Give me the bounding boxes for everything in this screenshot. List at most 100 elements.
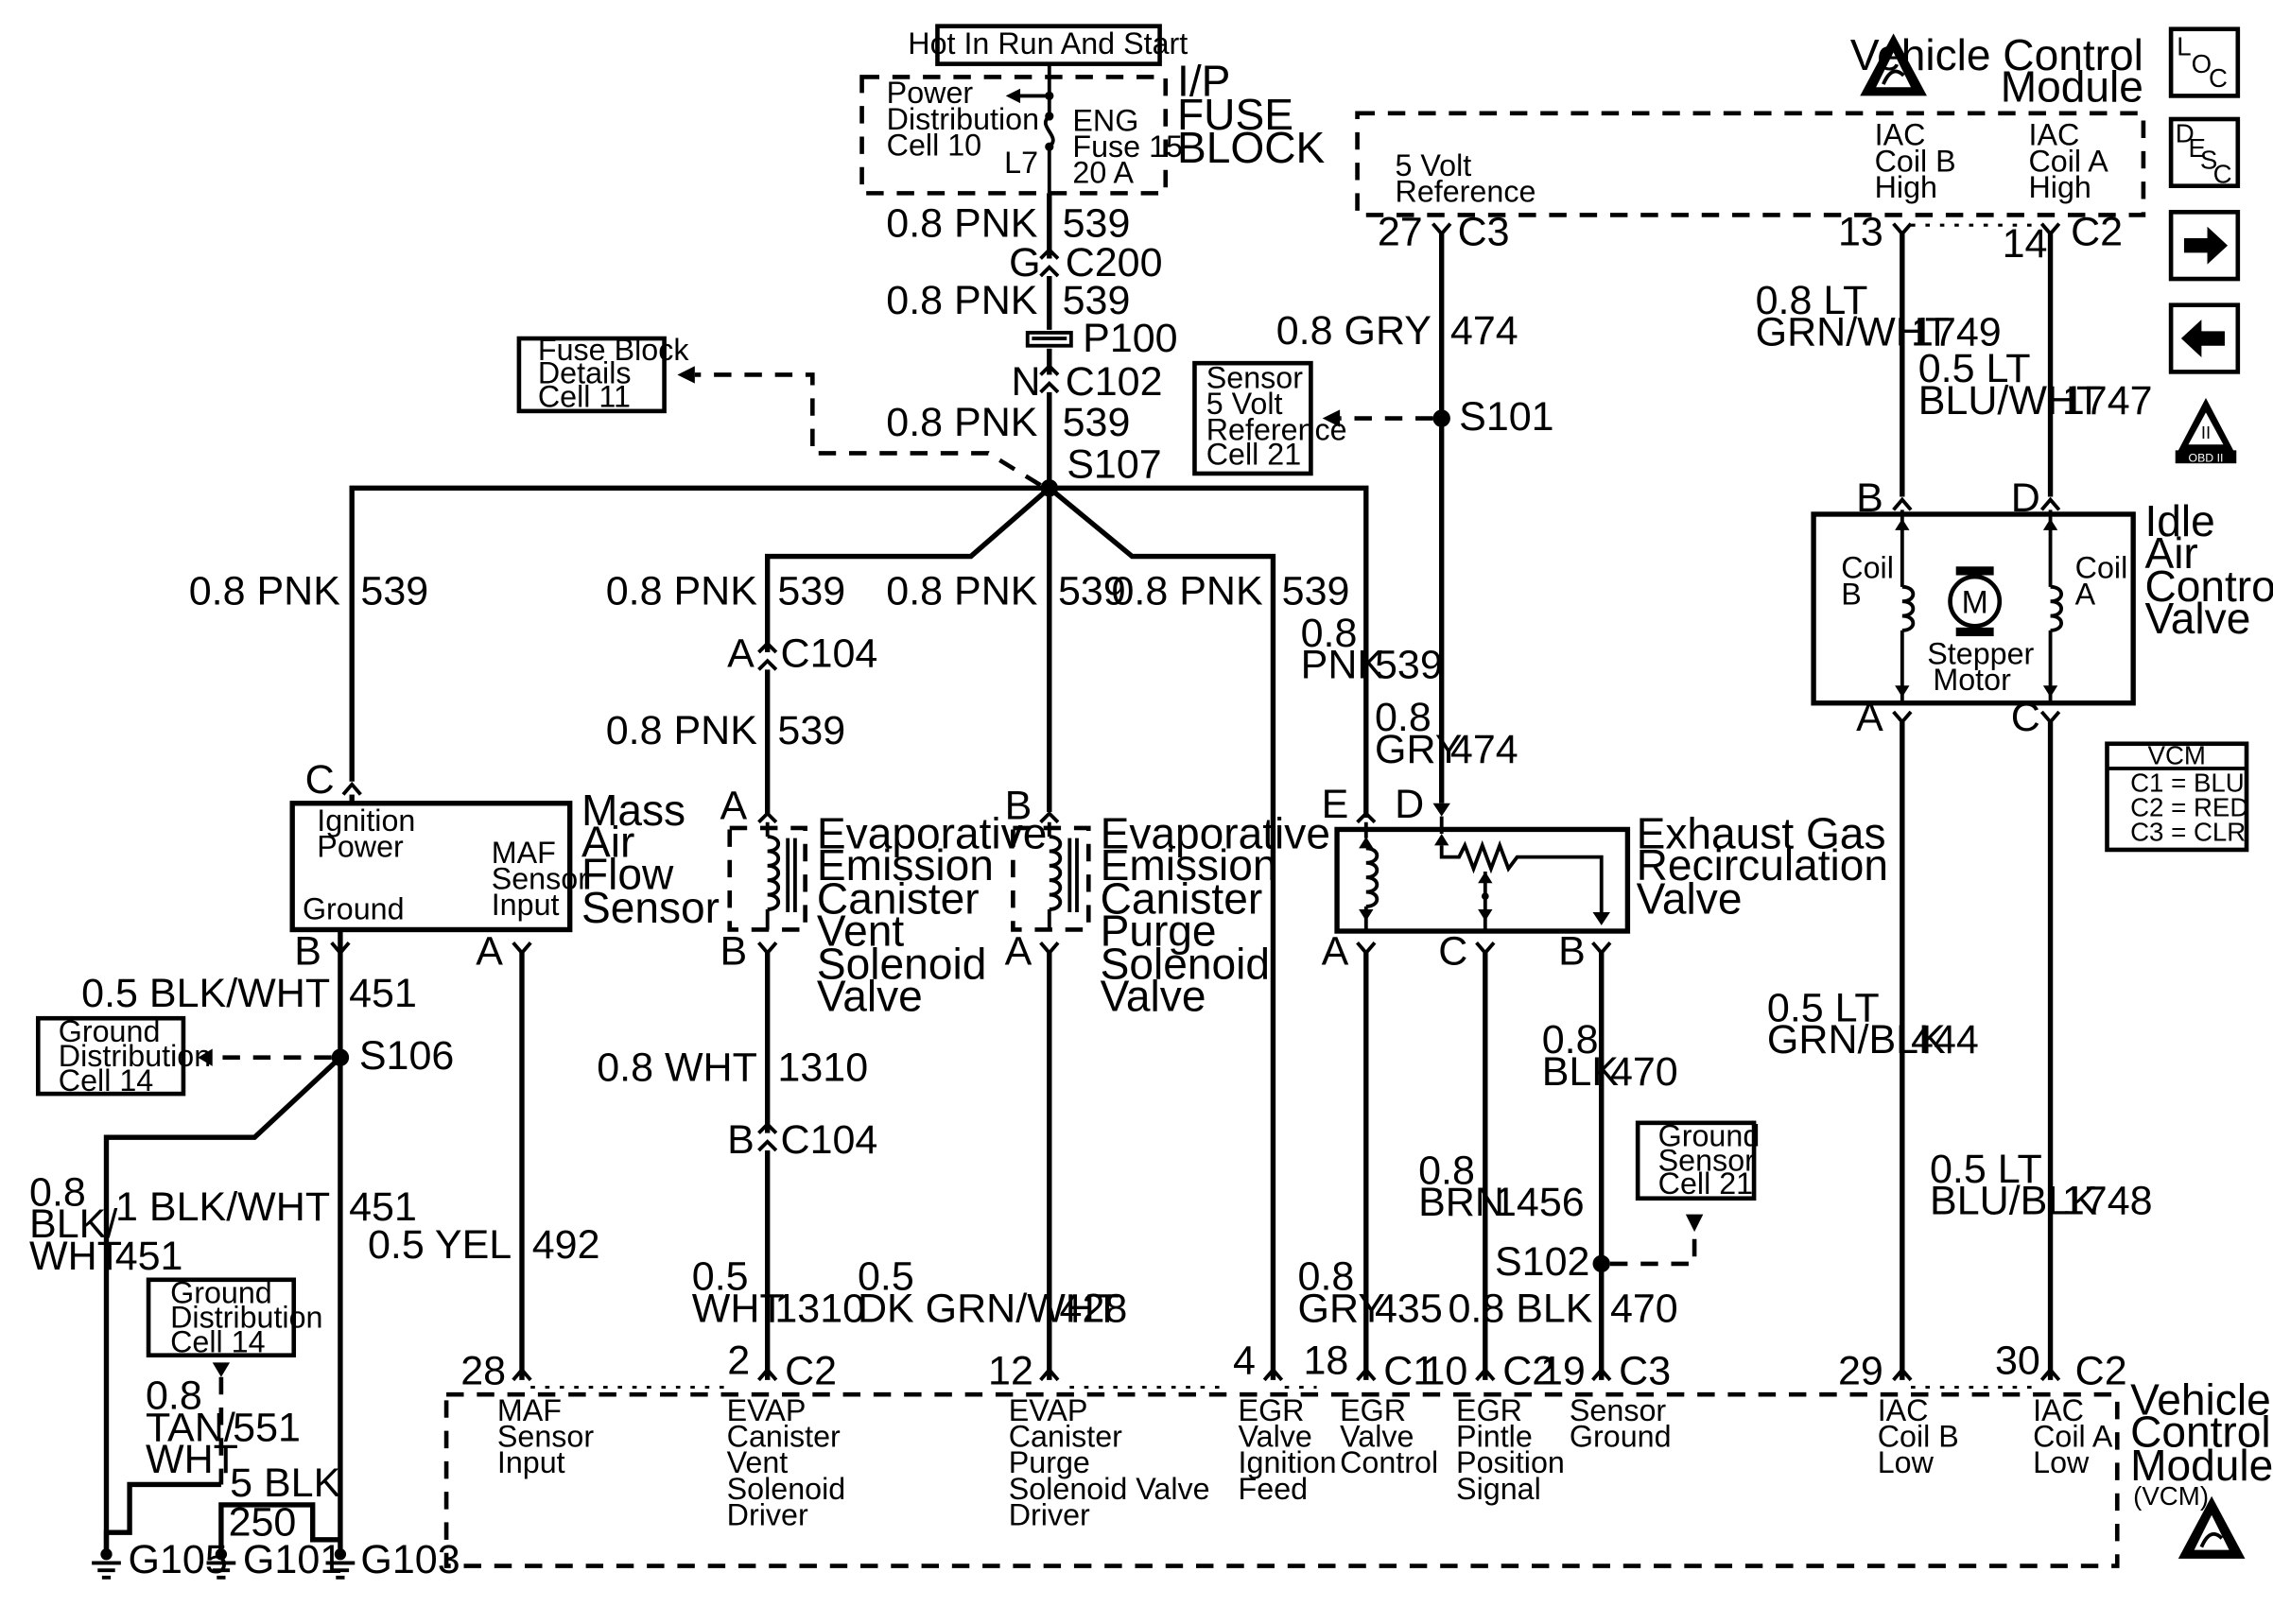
svg-text:Coil: Coil xyxy=(2075,551,2128,585)
svg-text:30: 30 xyxy=(1995,1339,2040,1384)
svg-text:Air: Air xyxy=(2144,528,2197,578)
svg-text:Canister: Canister xyxy=(817,874,980,924)
esd-warning-icon xyxy=(2178,1495,2246,1559)
svg-text:539: 539 xyxy=(1375,643,1443,688)
svg-text:Canister: Canister xyxy=(727,1420,841,1454)
wire-474: 0.8 GRY 474 S101 0.8 GRY 474 xyxy=(1276,233,1554,803)
svg-text:A: A xyxy=(1856,695,1883,740)
svg-text:Canister: Canister xyxy=(1009,1420,1122,1454)
svg-text:18: 18 xyxy=(1303,1339,1348,1384)
svg-text:C2: C2 xyxy=(785,1348,837,1393)
previous-page-icon[interactable] xyxy=(2168,302,2241,374)
svg-text:D: D xyxy=(2176,119,2195,148)
stepper-motor-icon: M xyxy=(1948,566,2003,637)
svg-text:Valve: Valve xyxy=(1239,1420,1312,1454)
svg-text:19: 19 xyxy=(1540,1348,1586,1393)
svg-text:ENG: ENG xyxy=(1072,103,1138,137)
svg-text:Ground: Ground xyxy=(170,1275,272,1309)
svg-text:29: 29 xyxy=(1838,1348,1883,1393)
svg-text:Cell 10: Cell 10 xyxy=(887,128,981,162)
svg-text:Module: Module xyxy=(2001,62,2143,112)
svg-text:C2 = RED: C2 = RED xyxy=(2130,793,2248,822)
svg-text:Ignition: Ignition xyxy=(317,803,415,838)
svg-text:Vehicle Control: Vehicle Control xyxy=(1850,30,2143,79)
side-icons: L O C D E S C II OBD II xyxy=(2168,26,2241,465)
svg-text:Control: Control xyxy=(2144,561,2273,611)
svg-text:Reference: Reference xyxy=(1206,413,1347,447)
svg-text:II: II xyxy=(2201,423,2211,442)
wire-492: 0.5 YEL 492 xyxy=(368,953,600,1380)
svg-text:539: 539 xyxy=(1063,200,1131,246)
egr-valve: E D Exhaust Gas Recirculation Valve A C … xyxy=(1322,782,1888,974)
svg-text:Emission: Emission xyxy=(1101,840,1277,890)
svg-text:C1 = BLU: C1 = BLU xyxy=(2130,768,2245,797)
svg-text:Air: Air xyxy=(581,818,634,867)
svg-text:Low: Low xyxy=(2033,1445,2090,1479)
svg-text:539: 539 xyxy=(360,568,428,613)
svg-text:C1: C1 xyxy=(1383,1348,1435,1393)
vcm-title-top: Vehicle Control Module xyxy=(1850,30,2143,112)
svg-text:13: 13 xyxy=(1838,210,1883,255)
svg-text:VCM: VCM xyxy=(2148,740,2206,769)
svg-text:G: G xyxy=(1009,240,1040,285)
svg-text:S102: S102 xyxy=(1495,1239,1589,1285)
ground-sensor-ref: Ground Sensor Cell 21 xyxy=(1635,1118,1760,1201)
svg-text:0.5 LT: 0.5 LT xyxy=(1918,346,2031,391)
svg-text:Sensor: Sensor xyxy=(1206,360,1303,394)
svg-text:B: B xyxy=(1558,928,1586,974)
locator-icon[interactable]: L O C xyxy=(2168,26,2241,98)
svg-text:C104: C104 xyxy=(781,1117,878,1163)
next-page-icon[interactable] xyxy=(2168,210,2241,282)
svg-text:G105: G105 xyxy=(129,1537,228,1582)
svg-text:Sensor: Sensor xyxy=(1570,1393,1666,1427)
svg-text:Idle: Idle xyxy=(2144,496,2214,545)
svg-text:High: High xyxy=(1875,170,1937,204)
svg-text:IAC: IAC xyxy=(1875,118,1926,152)
obd-ii-icon: II OBD II xyxy=(2175,398,2237,465)
svg-text:0.8 PNK: 0.8 PNK xyxy=(886,568,1038,613)
svg-text:Pintle: Pintle xyxy=(1456,1420,1533,1454)
vcm-connector-legend: VCM C1 = BLU C2 = RED C3 = CLR xyxy=(2105,740,2248,853)
svg-text:0.5 LT: 0.5 LT xyxy=(1767,985,1880,1030)
sensor-5v-reference-ref: Sensor 5 Volt Reference Cell 21 xyxy=(1192,360,1347,476)
wire-539-labels-top: 0.8 PNK 539 G C200 0.8 PNK 539 P100 N C1… xyxy=(886,200,1177,487)
svg-text:Cell 21: Cell 21 xyxy=(1206,438,1301,472)
svg-text:Reference: Reference xyxy=(1396,175,1536,209)
svg-text:Details: Details xyxy=(538,356,632,390)
svg-text:Sensor: Sensor xyxy=(1658,1144,1755,1178)
svg-text:S: S xyxy=(2200,145,2217,174)
svg-text:12: 12 xyxy=(988,1348,1033,1393)
svg-text:Cell 14: Cell 14 xyxy=(59,1063,153,1097)
svg-text:G103: G103 xyxy=(360,1537,460,1582)
svg-text:C: C xyxy=(2011,695,2040,740)
svg-text:0.8: 0.8 xyxy=(1542,1017,1599,1063)
wire-428: 0.5 DK GRN/WHT 428 xyxy=(858,953,1127,1380)
svg-text:Solenoid Valve: Solenoid Valve xyxy=(1009,1472,1210,1506)
svg-text:Solenoid: Solenoid xyxy=(817,940,986,989)
svg-text:Sensor: Sensor xyxy=(492,861,588,895)
svg-text:5 Volt: 5 Volt xyxy=(1206,387,1283,421)
wire-1310: 0.8 WHT 1310 B C104 0.5 WHT 1310 xyxy=(597,953,877,1380)
svg-text:Position: Position xyxy=(1456,1445,1565,1479)
ground-symbol-g103 xyxy=(325,1561,356,1580)
svg-text:I/P: I/P xyxy=(1177,56,1230,105)
svg-text:B: B xyxy=(294,928,321,974)
svg-text:0.8 PNK: 0.8 PNK xyxy=(1111,568,1263,613)
svg-text:Motor: Motor xyxy=(1933,663,2011,697)
svg-text:1310: 1310 xyxy=(774,1286,865,1331)
svg-text:0.8 PNK: 0.8 PNK xyxy=(886,278,1038,323)
svg-text:451: 451 xyxy=(349,1184,417,1230)
svg-text:C3 = CLR: C3 = CLR xyxy=(2130,818,2246,847)
evap-vent-solenoid: A C104 0.8 PNK 539 A B Evaporative Emiss… xyxy=(606,631,1048,1020)
svg-text:Ignition: Ignition xyxy=(1239,1445,1337,1479)
vcm-top-connector-block: 5 Volt Reference IAC Coil B High IAC Coi… xyxy=(1355,111,2146,267)
svg-text:Solenoid: Solenoid xyxy=(1101,940,1270,989)
svg-text:Driver: Driver xyxy=(1009,1498,1090,1532)
svg-text:0.5 LT: 0.5 LT xyxy=(1930,1147,2042,1192)
description-icon[interactable]: D E S C xyxy=(2168,116,2241,189)
svg-text:470: 470 xyxy=(1610,1049,1678,1095)
svg-text:Solenoid: Solenoid xyxy=(727,1472,846,1506)
svg-text:EGR: EGR xyxy=(1340,1393,1406,1427)
svg-text:EVAP: EVAP xyxy=(727,1393,807,1427)
